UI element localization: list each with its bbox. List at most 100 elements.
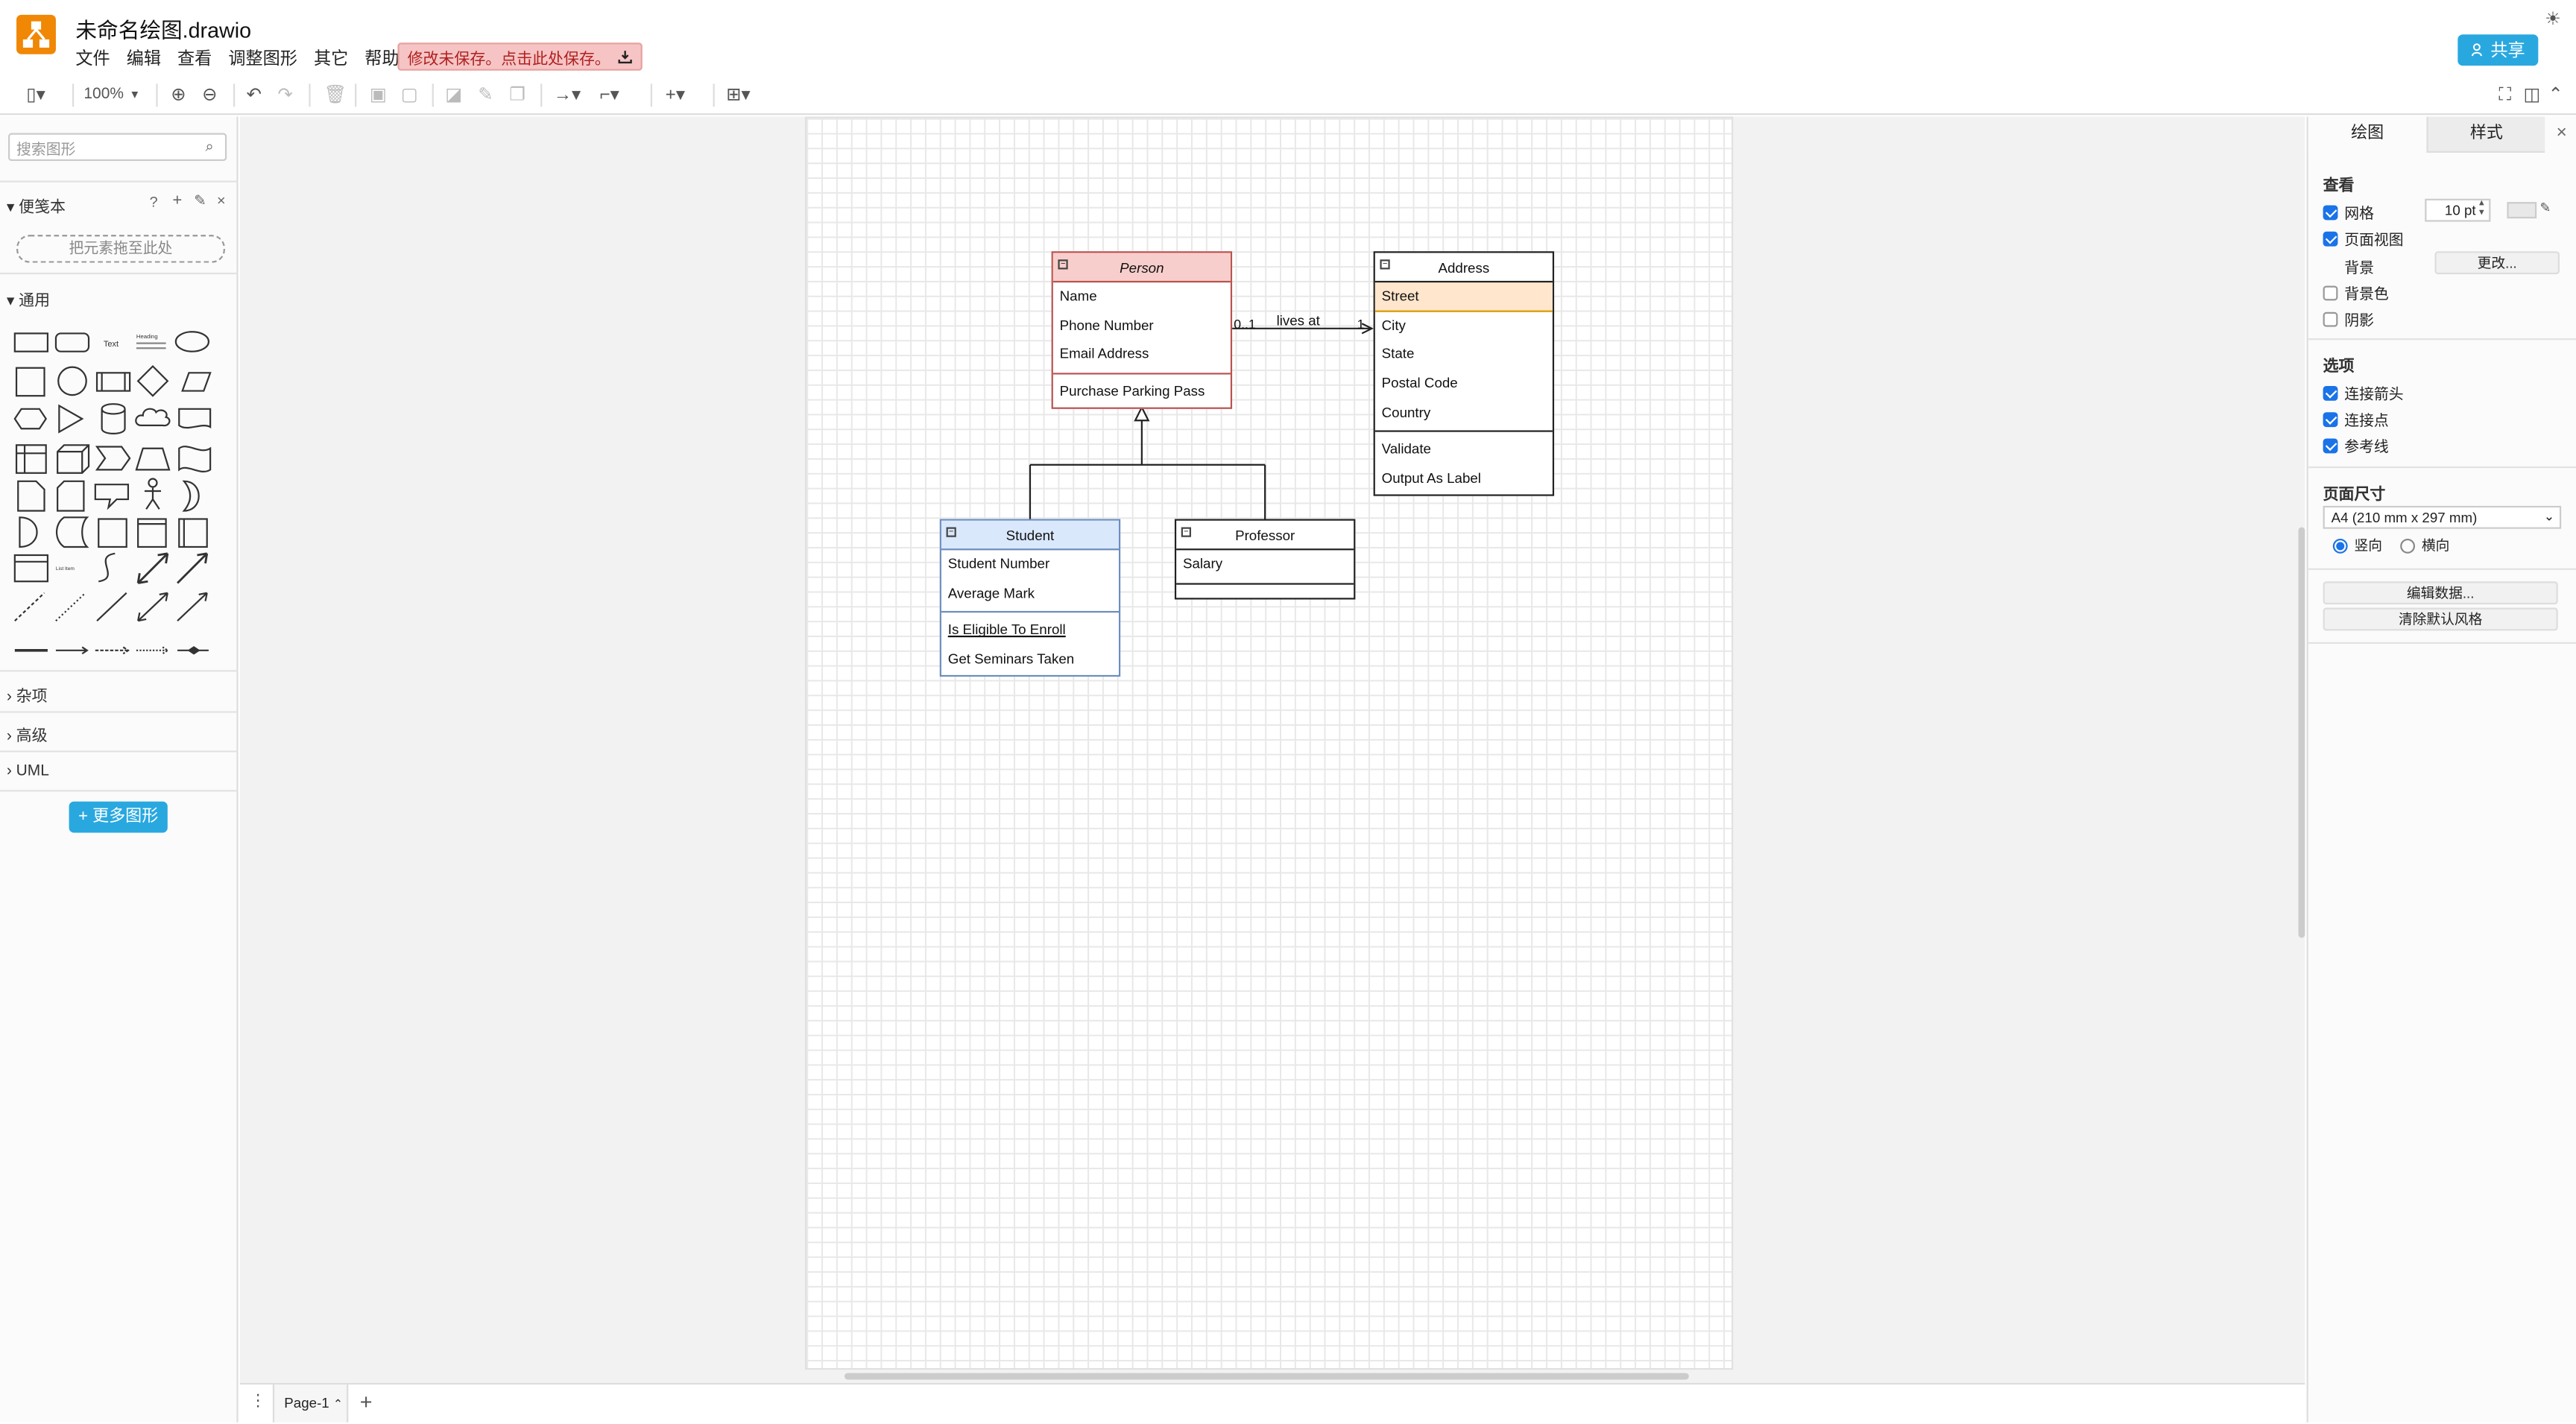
empty-methods-section[interactable] <box>1176 587 1354 597</box>
connection-arrows-checkbox[interactable]: 连接箭头 <box>2323 383 2404 405</box>
zoom-in-icon[interactable]: ⊕ <box>171 85 186 106</box>
tab-style[interactable]: 样式 <box>2426 116 2545 153</box>
sun-icon[interactable]: ☀ <box>2545 10 2561 30</box>
background-color-checkbox[interactable]: 背景色 <box>2323 282 2389 304</box>
attribute-row[interactable]: State <box>1381 345 1415 362</box>
method-row[interactable]: Purchase Parking Pass <box>1059 382 1205 399</box>
shadow-icon[interactable]: ❐ <box>509 85 526 106</box>
pencil-icon[interactable]: ✎ <box>2539 200 2551 215</box>
undo-icon[interactable]: ↶ <box>246 85 262 106</box>
tab-diagram[interactable]: 绘图 <box>2308 116 2427 153</box>
close-icon[interactable]: × <box>216 192 226 209</box>
method-row[interactable]: Get Seminars Taken <box>947 650 1075 668</box>
document-title[interactable]: 未命名绘图.drawio <box>75 18 252 43</box>
edit-data-button[interactable]: 编辑数据... <box>2323 581 2558 605</box>
attribute-row[interactable]: Salary <box>1182 554 1223 572</box>
zoom-level[interactable]: 100% <box>83 85 124 104</box>
search-shapes-input[interactable]: 搜索图形 <box>8 133 227 162</box>
scratchpad-drop-zone[interactable]: 把元素拖至此处 <box>16 235 225 263</box>
fill-color-icon[interactable]: ◪ <box>445 85 463 106</box>
add-page-icon[interactable]: + <box>359 1389 373 1414</box>
unsaved-changes-button[interactable]: 修改未保存。点击此处保存。 <box>397 42 642 71</box>
class-person[interactable]: − Person Name Phone Number Email Address… <box>1051 251 1233 409</box>
diagram-canvas[interactable] <box>239 116 2305 1383</box>
more-shapes-button[interactable]: + 更多图形 <box>69 801 168 833</box>
close-panel-icon[interactable]: × <box>2556 123 2567 143</box>
help-icon[interactable]: ? <box>149 194 158 211</box>
landscape-radio[interactable]: 横向 <box>2400 536 2449 555</box>
uml-section-header[interactable]: › UML <box>6 762 49 780</box>
redo-icon[interactable]: ↷ <box>277 85 293 106</box>
method-row[interactable]: Validate <box>1381 440 1431 458</box>
connection-style-icon[interactable]: →▾ <box>553 85 581 106</box>
attribute-row[interactable]: Postal Code <box>1381 374 1458 391</box>
add-icon[interactable]: + <box>172 192 183 211</box>
class-student-header[interactable]: − Student <box>941 520 1119 551</box>
sidebar-toggle-icon[interactable]: ▯▾ <box>26 85 45 106</box>
guides-checkbox[interactable]: 参考线 <box>2323 435 2389 457</box>
to-back-icon[interactable]: ▢ <box>400 85 418 106</box>
class-address[interactable]: − Address Street City State Postal Code … <box>1373 251 1555 496</box>
grid-color-swatch[interactable] <box>2507 202 2537 219</box>
drawio-logo-icon[interactable] <box>16 14 56 54</box>
clear-default-style-button[interactable]: 清除默认风格 <box>2323 607 2558 631</box>
collapse-icon[interactable]: − <box>1058 259 1068 270</box>
vertical-scrollbar[interactable] <box>2298 527 2305 938</box>
menu-arrange[interactable]: 调整图形 <box>228 49 297 69</box>
class-professor-header[interactable]: − Professor <box>1176 521 1354 551</box>
insert-icon[interactable]: +▾ <box>665 85 686 106</box>
grid-checkbox[interactable]: 网格 <box>2323 202 2374 224</box>
attribute-row[interactable]: Name <box>1059 287 1097 304</box>
stepper-icon[interactable]: ▴▾ <box>2478 198 2484 219</box>
waypoints-icon[interactable]: ⌐▾ <box>599 85 619 106</box>
menu-edit[interactable]: 编辑 <box>126 49 162 69</box>
connection-points-checkbox[interactable]: 连接点 <box>2323 409 2389 431</box>
to-front-icon[interactable]: ▣ <box>369 85 387 106</box>
attribute-row[interactable]: Email Address <box>1059 345 1149 362</box>
method-row[interactable]: Output As Label <box>1381 469 1481 487</box>
advanced-section-header[interactable]: › 高级 <box>6 727 48 746</box>
collapse-icon[interactable]: − <box>1181 527 1191 537</box>
page-size-select[interactable]: A4 (210 mm x 297 mm) ⌄ <box>2323 505 2562 529</box>
class-address-header[interactable]: − Address <box>1374 253 1553 283</box>
grid-size-input[interactable]: 10 pt <box>2425 198 2491 222</box>
change-background-button[interactable]: 更改... <box>2434 251 2560 275</box>
page-grid[interactable] <box>805 116 1734 1370</box>
page-tab[interactable]: Page-1 ⌃ <box>272 1385 349 1423</box>
class-student[interactable]: − Student Student Number Average Mark Is… <box>939 519 1121 677</box>
collapse-icon[interactable]: ⌃ <box>2548 85 2563 106</box>
zoom-out-icon[interactable]: ⊖ <box>202 85 218 106</box>
attribute-row[interactable]: Average Mark <box>947 583 1035 601</box>
menu-view[interactable]: 查看 <box>177 49 212 69</box>
attribute-row[interactable]: Phone Number <box>1059 316 1154 333</box>
portrait-radio[interactable]: 竖向 <box>2332 536 2382 555</box>
table-icon[interactable]: ⊞▾ <box>726 85 751 106</box>
method-row[interactable]: Is Eligible To Enroll <box>947 621 1066 639</box>
menu-extras[interactable]: 其它 <box>313 49 349 69</box>
collapse-icon[interactable]: − <box>1380 259 1390 270</box>
search-icon[interactable]: ⌕ <box>205 138 214 155</box>
fullscreen-icon[interactable]: ⛶ <box>2498 85 2512 106</box>
horizontal-scrollbar[interactable] <box>844 1373 1689 1380</box>
edit-icon[interactable]: ✎ <box>194 192 206 209</box>
share-button[interactable]: 共享 <box>2457 34 2539 66</box>
zoom-dropdown-icon[interactable]: ▾ <box>131 86 139 102</box>
chevron-up-icon[interactable]: ⌃ <box>332 1399 343 1411</box>
pages-menu-icon[interactable]: ⋮ <box>250 1393 267 1411</box>
general-section-header[interactable]: ▾ 通用 <box>6 292 51 311</box>
scratchpad-header[interactable]: ▾ 便笺本 <box>6 198 66 217</box>
attribute-row-highlighted[interactable]: Street <box>1374 282 1553 312</box>
attribute-row[interactable]: Student Number <box>947 554 1050 572</box>
format-panel-icon[interactable]: ◫ <box>2523 85 2541 106</box>
class-professor[interactable]: − Professor Salary <box>1174 519 1356 599</box>
attribute-row[interactable]: City <box>1381 316 1406 333</box>
menu-file[interactable]: 文件 <box>75 49 110 69</box>
delete-icon[interactable]: 🗑 <box>323 85 347 106</box>
page-view-checkbox[interactable]: 页面视图 <box>2323 228 2404 250</box>
shadow-checkbox[interactable]: 阴影 <box>2323 308 2374 330</box>
misc-section-header[interactable]: › 杂项 <box>6 688 48 706</box>
attribute-row[interactable]: Country <box>1381 403 1431 420</box>
line-color-icon[interactable]: ✎ <box>478 85 493 106</box>
class-person-header[interactable]: − Person <box>1052 253 1231 283</box>
menu-help[interactable]: 帮助 <box>364 49 400 69</box>
